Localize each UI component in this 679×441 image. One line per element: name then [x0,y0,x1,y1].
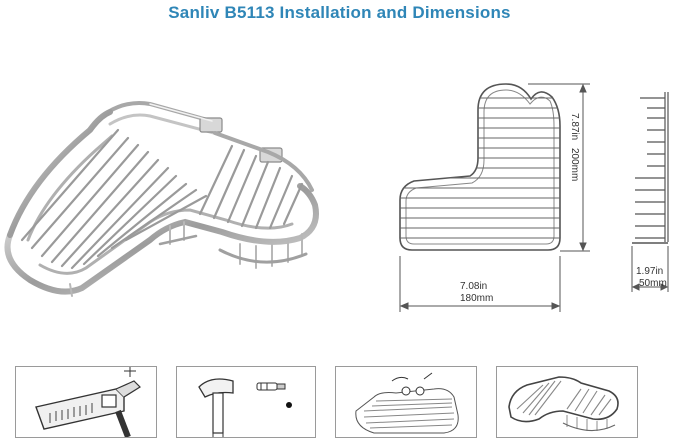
wall-anchor [256,382,286,391]
depth-mm-label: 50mm [639,278,667,289]
height-dimension [528,83,590,252]
hammer-anchor-icon [198,378,292,437]
mounted-basket-icon [508,376,619,432]
width-mm-label: 180mm [460,293,493,304]
width-dimension [399,256,561,312]
install-step-anchor [176,366,316,438]
side-view-drawing [632,92,669,244]
screw-mount-icon [355,372,459,434]
dimensions-diagram: 7.87in 200mm 7.08in 180mm 1.97in 5 [4,83,669,312]
width-in-label: 7.08in [460,281,487,292]
install-step-finished [496,366,638,438]
install-step-mount [335,366,477,438]
top-view-drawing [399,83,561,251]
drill-icon [35,367,141,437]
depth-dimension [631,246,669,292]
depth-in-label: 1.97in [636,266,663,277]
page-title: Sanliv B5113 Installation and Dimensions [168,3,511,22]
height-mm-label: 200mm [569,148,580,181]
install-step-drill [15,366,157,438]
basket-photo [4,101,319,297]
height-in-label: 7.87in [569,113,580,140]
